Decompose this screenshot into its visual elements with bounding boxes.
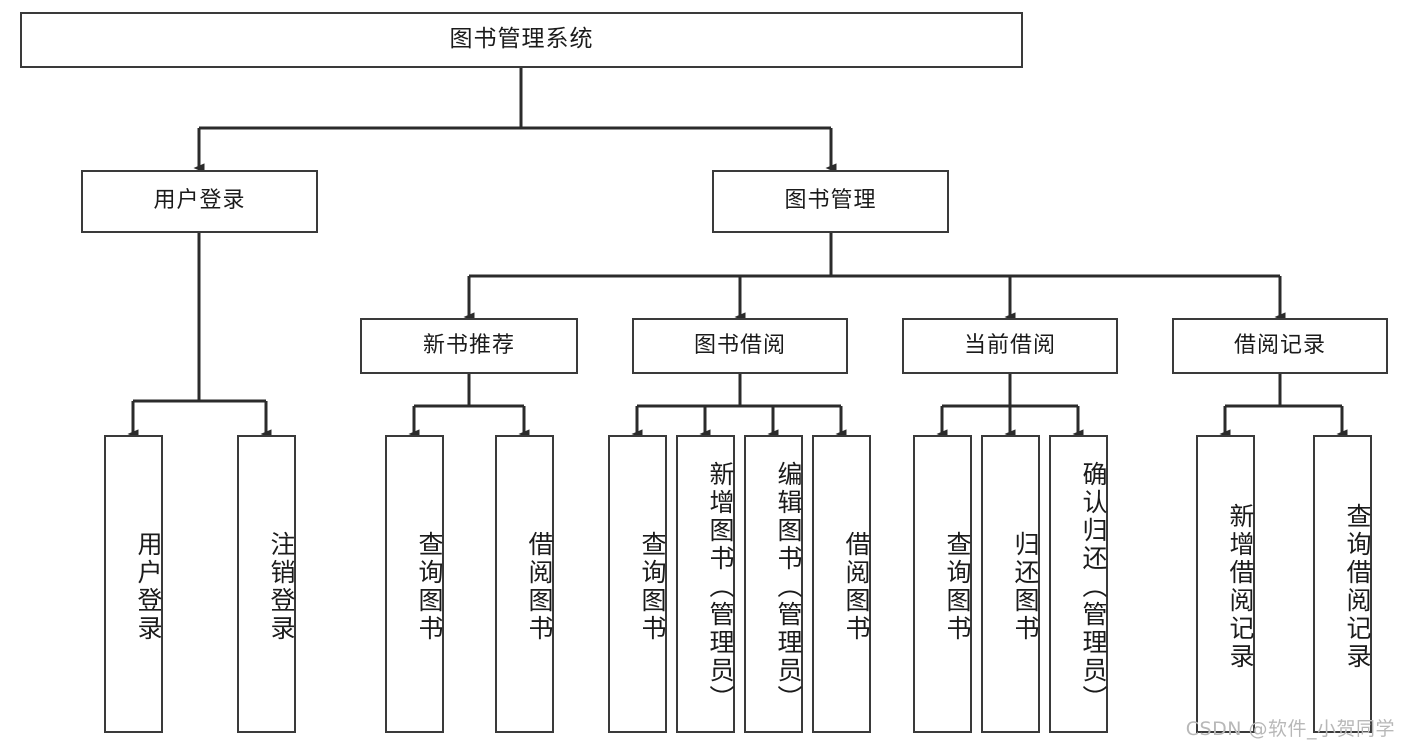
node-book-borrow-label: 图书借阅 [693,332,786,358]
leaf-query-book-borrow-label: 查询图书 [638,531,667,643]
leaf-edit-book-admin[interactable]: 编辑图书（管理员） [744,435,803,733]
node-borrow-records[interactable]: 借阅记录 [1172,318,1388,374]
leaf-confirm-return-admin[interactable]: 确认归还（管理员） [1049,435,1108,733]
node-book-management[interactable]: 图书管理 [712,170,949,233]
leaf-user-login[interactable]: 用户登录 [104,435,163,733]
leaf-query-book-current-label: 查询图书 [943,531,972,643]
node-current-borrow[interactable]: 当前借阅 [902,318,1118,374]
node-root-label: 图书管理系统 [449,26,594,53]
leaf-add-borrow-record[interactable]: 新增借阅记录 [1196,435,1255,733]
leaf-query-borrow-record[interactable]: 查询借阅记录 [1313,435,1372,733]
leaf-query-book-borrow[interactable]: 查询图书 [608,435,667,733]
leaf-borrow-book-new[interactable]: 借阅图书 [495,435,554,733]
leaf-confirm-return-admin-label: 确认归还（管理员） [1079,461,1108,713]
leaf-return-book[interactable]: 归还图书 [981,435,1040,733]
leaf-borrow-book-new-label: 借阅图书 [525,531,554,643]
node-user-login-label: 用户登录 [153,188,246,214]
leaf-add-borrow-record-label: 新增借阅记录 [1226,503,1255,671]
node-current-borrow-label: 当前借阅 [963,332,1056,358]
leaf-return-book-label: 归还图书 [1011,531,1040,643]
leaf-query-book-new-label: 查询图书 [415,531,444,643]
leaf-query-borrow-record-label: 查询借阅记录 [1343,503,1372,671]
node-user-login[interactable]: 用户登录 [81,170,318,233]
node-new-book-recommend[interactable]: 新书推荐 [360,318,578,374]
node-book-management-label: 图书管理 [784,188,877,214]
leaf-borrow-book-label: 借阅图书 [842,531,871,643]
leaf-logout-label: 注销登录 [267,531,296,643]
leaf-query-book-new[interactable]: 查询图书 [385,435,444,733]
leaf-query-book-current[interactable]: 查询图书 [913,435,972,733]
node-book-borrow[interactable]: 图书借阅 [632,318,848,374]
leaf-edit-book-admin-label: 编辑图书（管理员） [774,461,803,713]
node-borrow-records-label: 借阅记录 [1233,332,1326,358]
leaf-add-book-admin-label: 新增图书（管理员） [706,461,735,713]
leaf-borrow-book[interactable]: 借阅图书 [812,435,871,733]
node-root[interactable]: 图书管理系统 [20,12,1023,68]
node-new-book-recommend-label: 新书推荐 [422,332,515,358]
leaf-logout[interactable]: 注销登录 [237,435,296,733]
leaf-add-book-admin[interactable]: 新增图书（管理员） [676,435,735,733]
watermark: CSDN @软件_小贺同学 [1185,718,1395,740]
leaf-user-login-label: 用户登录 [134,531,163,643]
